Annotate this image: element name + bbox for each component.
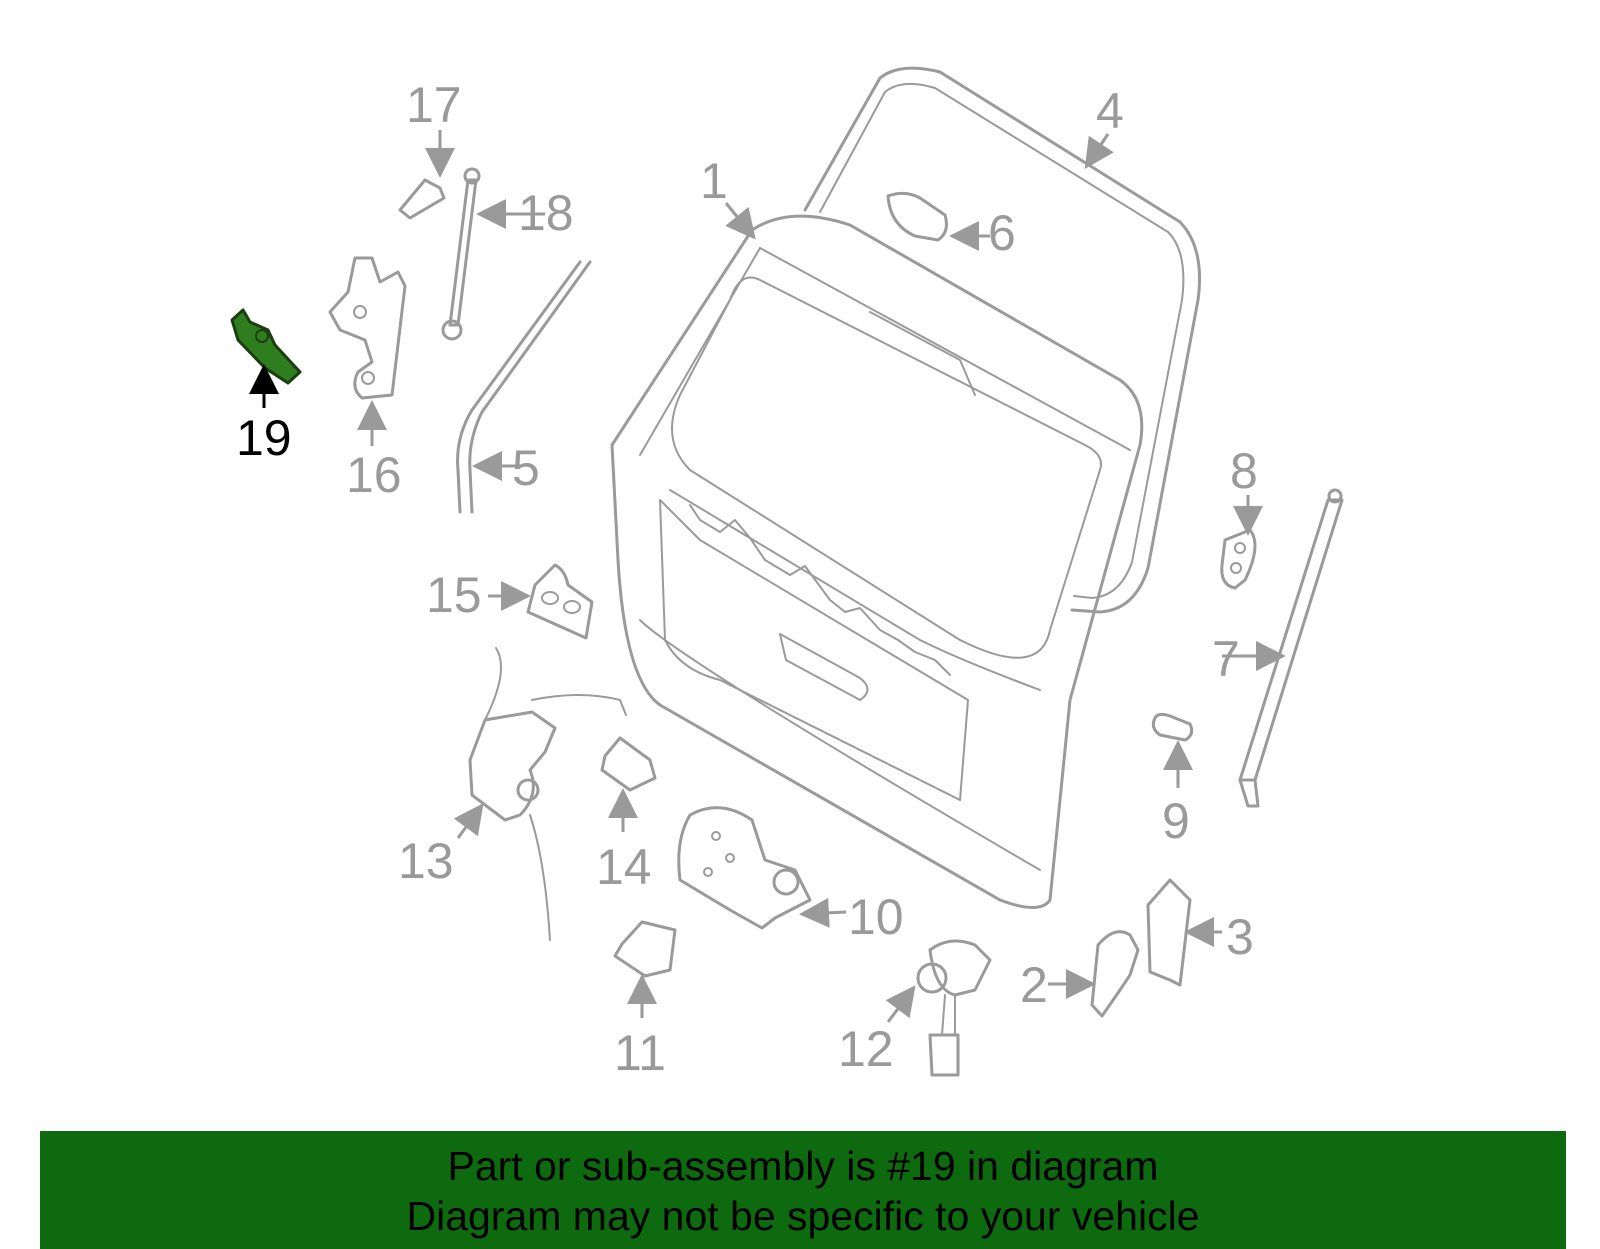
callout-18: 18: [518, 185, 574, 241]
callout-1: 1: [700, 153, 728, 209]
part-10-actuator: [677, 806, 812, 930]
callout-14: 14: [596, 839, 652, 895]
callout-7: 7: [1212, 631, 1240, 687]
part-19-bracket[interactable]: [230, 308, 302, 385]
leader-lines: [249, 130, 1286, 1023]
callout-9: 9: [1162, 793, 1190, 849]
info-banner: Part or sub-assembly is #19 in diagram D…: [40, 1131, 1566, 1249]
part-7-strut: [1238, 488, 1344, 808]
part-3-bracket: [1146, 878, 1192, 987]
part-1-liftgate: [610, 214, 1144, 909]
callout-16: 16: [346, 447, 402, 503]
part-4-weatherstrip: [803, 66, 1202, 614]
callout-labels: 17 18 4 1 6 5 16 8 7 9 15 13 14 10 11 12…: [236, 77, 1258, 1081]
callout-8: 8: [1230, 443, 1258, 499]
callout-3: 3: [1226, 909, 1254, 965]
part-9-bumper: [1151, 712, 1194, 742]
part-6-light: [886, 191, 948, 242]
callout-2: 2: [1020, 957, 1048, 1013]
callout-11: 11: [614, 1025, 666, 1081]
part-17-clip: [398, 178, 446, 220]
part-14-switch: [600, 736, 657, 792]
part-13-latch: [468, 647, 627, 941]
part-15-bracket: [526, 563, 594, 640]
part-18-rod: [441, 167, 481, 341]
part-11-bracket: [613, 920, 677, 978]
parts-diagram: 17 18 4 1 6 5 16 8 7 9 15 13 14 10 11 12…: [230, 66, 1344, 1081]
callout-4: 4: [1096, 83, 1124, 139]
callout-15: 15: [426, 567, 482, 623]
banner-line-2: Diagram may not be specific to your vehi…: [406, 1193, 1200, 1239]
part-16-hinge: [328, 256, 407, 400]
callout-12: 12: [838, 1021, 894, 1077]
banner-line-1: Part or sub-assembly is #19 in diagram: [447, 1143, 1159, 1189]
callout-13: 13: [398, 833, 454, 889]
callout-5: 5: [512, 440, 540, 496]
part-12-cylinder: [916, 939, 992, 1077]
callout-10: 10: [848, 889, 904, 945]
callout-17: 17: [406, 77, 462, 133]
callout-6: 6: [988, 205, 1016, 261]
part-5-strip: [456, 260, 592, 514]
part-2-striker: [1090, 930, 1140, 1018]
callout-19: 19: [236, 410, 292, 466]
part-8-stopper: [1220, 528, 1257, 590]
